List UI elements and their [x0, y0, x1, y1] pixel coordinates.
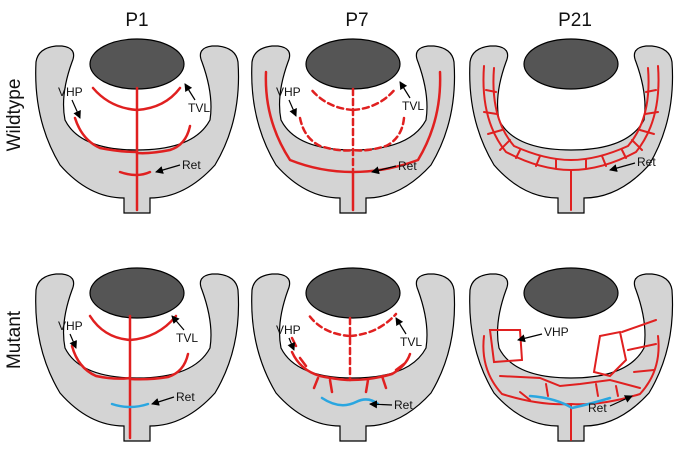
panel-mutant-p1: VHP TVL Ret [35, 267, 240, 442]
eyecup [35, 273, 240, 442]
lens [89, 267, 185, 319]
lens [523, 38, 619, 90]
vessels [70, 314, 190, 440]
label-ret: Ret [637, 155, 656, 169]
retinal-vessel-mutant [528, 394, 612, 410]
lens [305, 38, 401, 90]
label-tvl: TVL [402, 99, 424, 113]
panel-wildtype-p21: Ret [469, 38, 674, 214]
arrow-ret [371, 165, 397, 175]
panel-wildtype-p1: VHP TVL Ret [35, 38, 240, 214]
retinal-vessel-mutant [110, 402, 150, 409]
eyecup [35, 45, 240, 214]
label-vhp: VHP [276, 323, 301, 337]
label-ret: Ret [394, 398, 413, 412]
eyecup [251, 273, 456, 442]
label-vhp: VHP [58, 85, 83, 99]
panel-wildtype-p7: VHP TVL Ret [251, 38, 456, 214]
label-vhp: VHP [544, 325, 569, 339]
lens [305, 267, 401, 319]
column-title-p1: P1 [125, 10, 148, 31]
label-ret: Ret [182, 158, 201, 172]
eyecup [469, 45, 674, 214]
label-tvl: TVL [176, 331, 198, 345]
arrow-tvl [399, 81, 411, 99]
arrow-vhp [287, 337, 295, 351]
arrow-ret [151, 396, 175, 406]
label-ret: Ret [398, 159, 417, 173]
label-vhp: VHP [58, 319, 83, 333]
arrow-tvl [171, 315, 185, 331]
arrow-tvl [395, 317, 407, 335]
lens [523, 267, 619, 319]
label-tvl: TVL [400, 335, 422, 349]
arrow-ret [609, 395, 633, 407]
vessels [264, 70, 442, 212]
arrow-ret [369, 400, 393, 409]
arrow-vhp [71, 99, 81, 119]
arrow-ret [155, 164, 181, 174]
label-tvl: TVL [188, 101, 210, 115]
panel-mutant-p21: VHP Ret [469, 267, 674, 442]
row-label-wildtype: Wildtype [4, 79, 25, 152]
arrow-vhp [517, 333, 543, 343]
label-ret: Ret [588, 401, 607, 415]
label-vhp: VHP [276, 85, 301, 99]
vessels [73, 86, 192, 212]
lens [89, 38, 185, 90]
arrow-ret [609, 162, 636, 172]
label-ret: Ret [176, 390, 195, 404]
panel-mutant-p7: VHP TVL Ret [251, 267, 456, 442]
vessels [482, 65, 660, 211]
arrow-vhp [69, 333, 77, 349]
row-label-mutant: Mutant [4, 310, 25, 369]
column-title-p21: P21 [558, 10, 592, 31]
arrow-vhp [288, 99, 297, 117]
vessels [290, 312, 412, 394]
vessels [482, 319, 660, 441]
eyecup [251, 45, 456, 214]
arrow-tvl [184, 83, 196, 101]
column-title-p7: P7 [345, 10, 368, 31]
